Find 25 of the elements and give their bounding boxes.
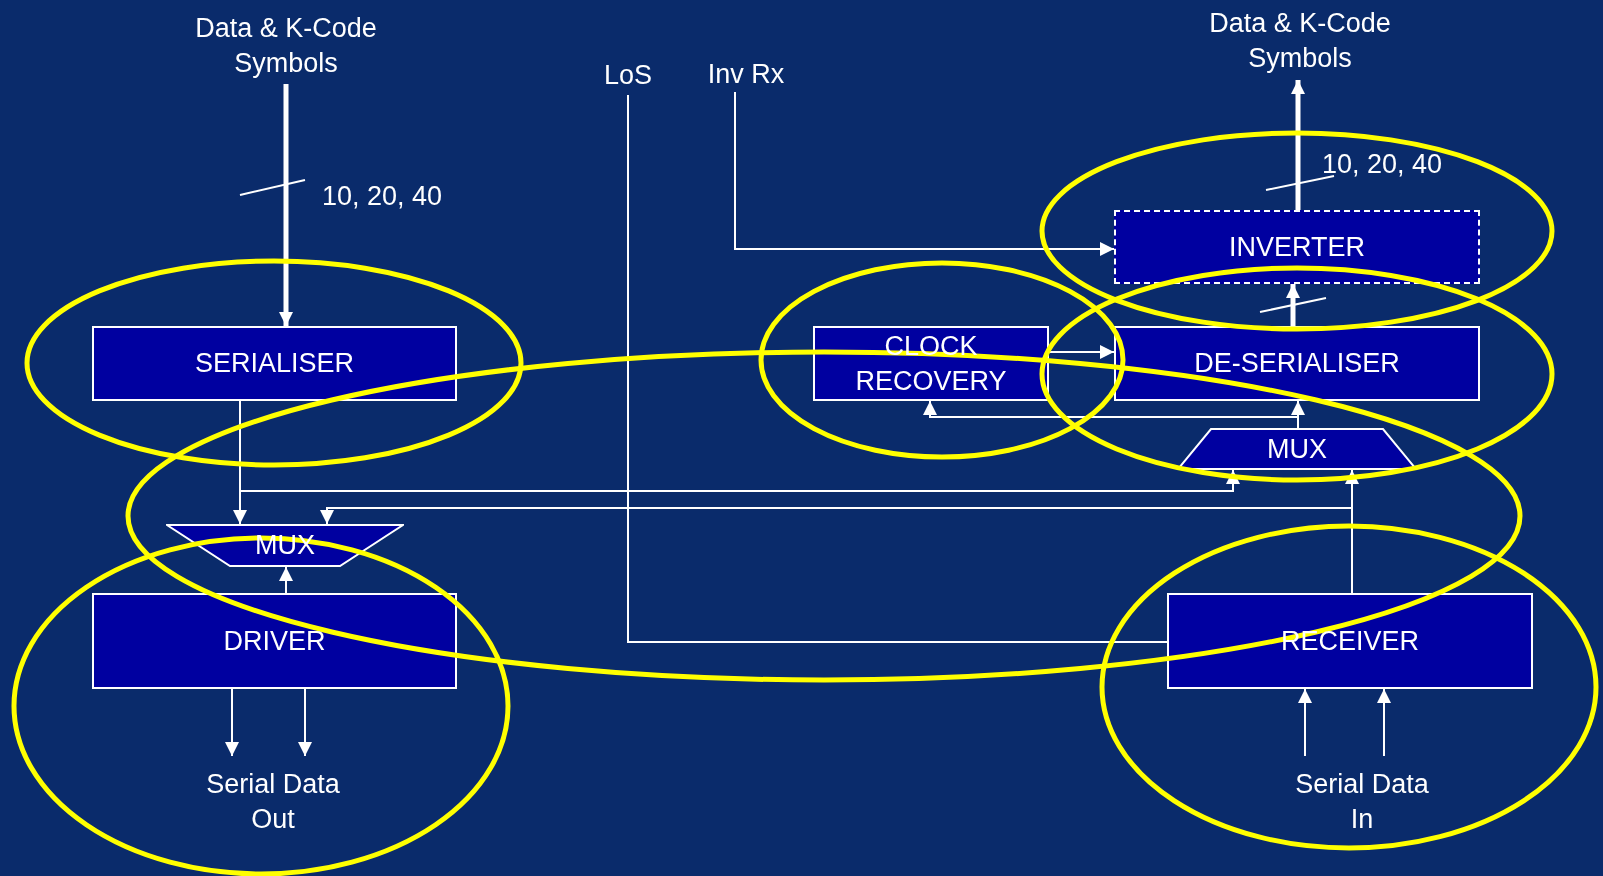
arrow — [1298, 688, 1312, 757]
serialiser-block: SERIALISER — [92, 326, 457, 401]
arrow — [298, 688, 312, 757]
edge-label: 10, 20, 40 — [1322, 148, 1443, 180]
arrow — [279, 84, 293, 326]
arrow — [1286, 284, 1300, 326]
signal-label: Serial Data In — [1282, 756, 1442, 848]
arrow — [225, 688, 239, 757]
arrow — [1291, 80, 1305, 210]
signal-label: Data & K-Code Symbols — [1190, 2, 1410, 80]
signal-label: LoS — [598, 56, 658, 95]
arrow — [734, 91, 1115, 256]
edge-label: 10, 20, 40 — [322, 180, 443, 212]
arrow — [1048, 345, 1115, 359]
arrow — [1377, 688, 1391, 757]
deserialiser-block: DE-SERIALISER — [1114, 326, 1480, 401]
driver-block: DRIVER — [92, 593, 457, 689]
inverter-block: INVERTER — [1114, 210, 1480, 284]
signal-label: Inv Rx — [698, 56, 794, 92]
signal-label: Serial Data Out — [183, 756, 363, 848]
arrow — [279, 566, 293, 594]
receiver-block: RECEIVER — [1167, 593, 1533, 689]
mux-trapezoid: MUX — [1177, 428, 1417, 470]
connector-line — [627, 94, 1168, 643]
signal-label: Data & K-Code Symbols — [176, 8, 396, 84]
